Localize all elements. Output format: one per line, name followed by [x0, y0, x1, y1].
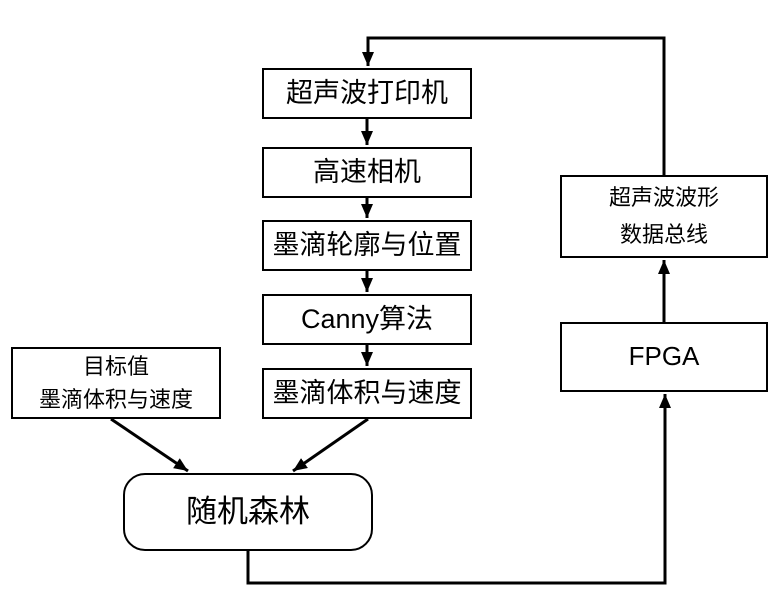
node-ultrasonic-printer: 超声波打印机	[262, 68, 472, 119]
arrow-target-to-forest	[110, 417, 189, 473]
arrow-forest-to-fpga	[246, 394, 671, 585]
node-label-line-1: 目标值	[82, 354, 149, 379]
node-fpga: FPGA	[560, 322, 768, 392]
arrow-volume-to-forest	[292, 417, 369, 473]
node-ultrasonic-waveform-bus: 超声波波形 数据总线	[560, 175, 768, 258]
node-label: 墨滴体积与速度	[272, 377, 462, 408]
node-label: 随机森林	[186, 494, 310, 530]
node-label: 高速相机	[313, 156, 421, 187]
node-target-value: 目标值 墨滴体积与速度	[11, 347, 221, 419]
node-droplet-volume-velocity: 墨滴体积与速度	[262, 368, 472, 419]
node-label-line-2: 墨滴体积与速度	[38, 387, 193, 412]
node-label-line-1: 超声波波形	[608, 185, 719, 211]
arrow-waveform-bus-to-printer	[362, 36, 666, 175]
node-label: Canny算法	[300, 303, 434, 334]
node-label: 墨滴轮廓与位置	[272, 229, 462, 260]
node-label: 超声波打印机	[286, 77, 448, 108]
node-high-speed-camera: 高速相机	[262, 147, 472, 198]
node-label-line-2: 数据总线	[619, 221, 708, 247]
node-label: FPGA	[628, 341, 700, 372]
node-droplet-contour-position: 墨滴轮廓与位置	[262, 220, 472, 271]
node-random-forest: 随机森林	[123, 473, 373, 551]
node-canny-algorithm: Canny算法	[262, 294, 472, 345]
